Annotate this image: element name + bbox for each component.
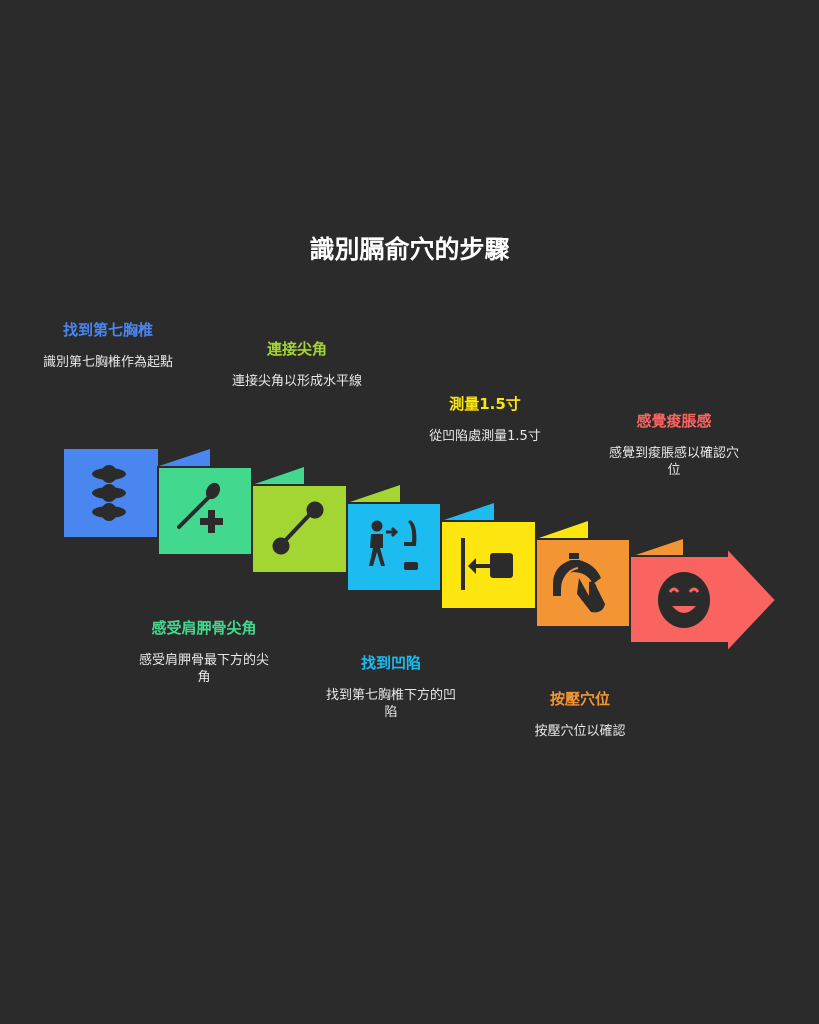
step-4-label: 找到凹陷 找到第七胸椎下方的凹陷 [311, 653, 471, 721]
smile-icon [658, 572, 710, 628]
step-7-desc: 感覺到痠脹感以確認穴位 [608, 446, 739, 478]
step-4-title: 找到凹陷 [360, 654, 421, 672]
step-6-title: 按壓穴位 [549, 690, 610, 708]
step-5-label: 測量1.5寸 從凹陷處測量1.5寸 [405, 394, 565, 445]
step-2-desc: 感受肩胛骨最下方的尖角 [138, 653, 269, 685]
step-6-label: 按壓穴位 按壓穴位以確認 [500, 689, 660, 740]
step-1-label: 找到第七胸椎 識別第七胸椎作為起點 [28, 320, 188, 371]
step-panel-2 [157, 466, 304, 556]
step-1-title: 找到第七胸椎 [62, 321, 153, 339]
step-3-title: 連接尖角 [266, 340, 327, 358]
step-3-desc: 連接尖角以形成水平線 [231, 374, 362, 389]
person-chair-icon [369, 520, 418, 570]
step-3-label: 連接尖角 連接尖角以形成水平線 [217, 339, 377, 390]
step-1-desc: 識別第七胸椎作為起點 [42, 355, 173, 370]
step-6-desc: 按壓穴位以確認 [534, 724, 626, 739]
step-5-title: 測量1.5寸 [449, 395, 521, 413]
step-2-title: 感受肩胛骨尖角 [151, 619, 257, 637]
step-7-label: 感覺痠脹感 感覺到痠脹感以確認穴位 [594, 411, 754, 479]
step-panel-4 [346, 502, 494, 592]
bone-plus-icon [177, 482, 223, 533]
diagram-title: 識別膈俞穴的步驟 [309, 235, 510, 264]
measure-arrow-icon [461, 538, 513, 590]
step-5-desc: 從凹陷處測量1.5寸 [429, 429, 541, 444]
spine-icon [92, 465, 126, 521]
step-4-desc: 找到第七胸椎下方的凹陷 [325, 688, 456, 720]
step-panel-5 [440, 520, 588, 610]
line-connect-icon [272, 501, 324, 555]
step-7-title: 感覺痠脹感 [636, 412, 712, 430]
press-hand-icon [553, 553, 605, 613]
step-2-label: 感受肩胛骨尖角 感受肩胛骨最下方的尖角 [124, 618, 284, 686]
